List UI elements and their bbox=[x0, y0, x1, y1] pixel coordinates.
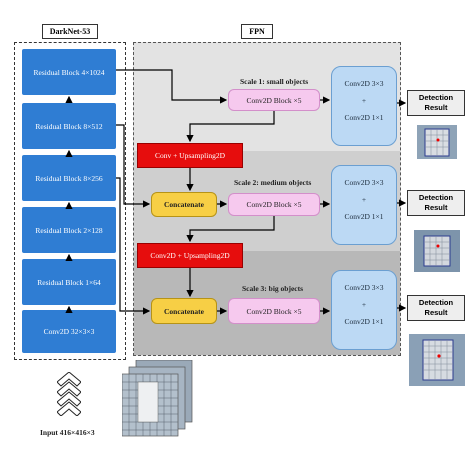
scale-3-label: Scale 3: big objects bbox=[242, 284, 304, 293]
upsample-block-1: Conv + Upsampling2D bbox=[137, 143, 243, 168]
plus-label: + bbox=[361, 195, 367, 204]
input-chevrons-icon bbox=[57, 372, 81, 416]
concatenate-block-3: Concatenate bbox=[151, 298, 217, 324]
detection-line-1: Detection bbox=[418, 93, 454, 102]
detection-result-3: Detection Result bbox=[407, 295, 465, 321]
conv-block-scale-1: Conv2D Block ×5 bbox=[228, 89, 320, 111]
detection-thumbnail-2 bbox=[414, 230, 460, 272]
conv-block-scale-3: Conv2D Block ×5 bbox=[228, 298, 320, 324]
conv-stack-scale-2: Conv2D 3×3 + Conv2D 1×1 bbox=[331, 165, 397, 245]
residual-block-1x64: Residual Block 1×64 bbox=[22, 259, 116, 305]
concatenate-block-2: Concatenate bbox=[151, 192, 217, 217]
detection-thumbnail-1 bbox=[417, 125, 457, 159]
detection-line-1: Detection bbox=[418, 298, 454, 307]
fpn-header: FPN bbox=[241, 24, 273, 39]
conv-3x3-label: Conv2D 3×3 bbox=[344, 283, 384, 292]
conv-stack-scale-1: Conv2D 3×3 + Conv2D 1×1 bbox=[331, 66, 397, 146]
conv-3x3-label: Conv2D 3×3 bbox=[344, 178, 384, 187]
detection-thumbnail-3 bbox=[409, 334, 465, 386]
residual-block-2x128: Residual Block 2×128 bbox=[22, 207, 116, 253]
input-label: Input 416×416×3 bbox=[40, 428, 95, 437]
residual-block-8x512: Residual Block 8×512 bbox=[22, 103, 116, 149]
detection-result-2: Detection Result bbox=[407, 190, 465, 216]
darknet-header: DarkNet-53 bbox=[42, 24, 98, 39]
input-image-stack bbox=[122, 360, 193, 437]
conv-block-scale-2: Conv2D Block ×5 bbox=[228, 193, 320, 216]
detection-line-1: Detection bbox=[418, 193, 454, 202]
scale-1-label: Scale 1: small objects bbox=[240, 77, 309, 86]
scale-2-label: Scale 2: medium objects bbox=[234, 178, 312, 187]
detection-line-2: Result bbox=[424, 203, 448, 212]
upsample-block-2: Conv2D + Upsampling2D bbox=[137, 243, 243, 268]
detection-line-2: Result bbox=[424, 308, 448, 317]
conv-stack-scale-3: Conv2D 3×3 + Conv2D 1×1 bbox=[331, 270, 397, 350]
detection-line-2: Result bbox=[424, 103, 448, 112]
residual-block-8x256: Residual Block 8×256 bbox=[22, 155, 116, 201]
plus-label: + bbox=[361, 96, 367, 105]
residual-block-4x1024: Residual Block 4×1024 bbox=[22, 49, 116, 95]
conv-1x1-label: Conv2D 1×1 bbox=[344, 317, 384, 326]
conv-1x1-label: Conv2D 1×1 bbox=[344, 212, 384, 221]
conv-3x3-label: Conv2D 3×3 bbox=[344, 79, 384, 88]
plus-label: + bbox=[361, 300, 367, 309]
conv-1x1-label: Conv2D 1×1 bbox=[344, 113, 384, 122]
detection-result-1: Detection Result bbox=[407, 90, 465, 116]
conv2d-32x3x3-block: Conv2D 32×3×3 bbox=[22, 310, 116, 353]
